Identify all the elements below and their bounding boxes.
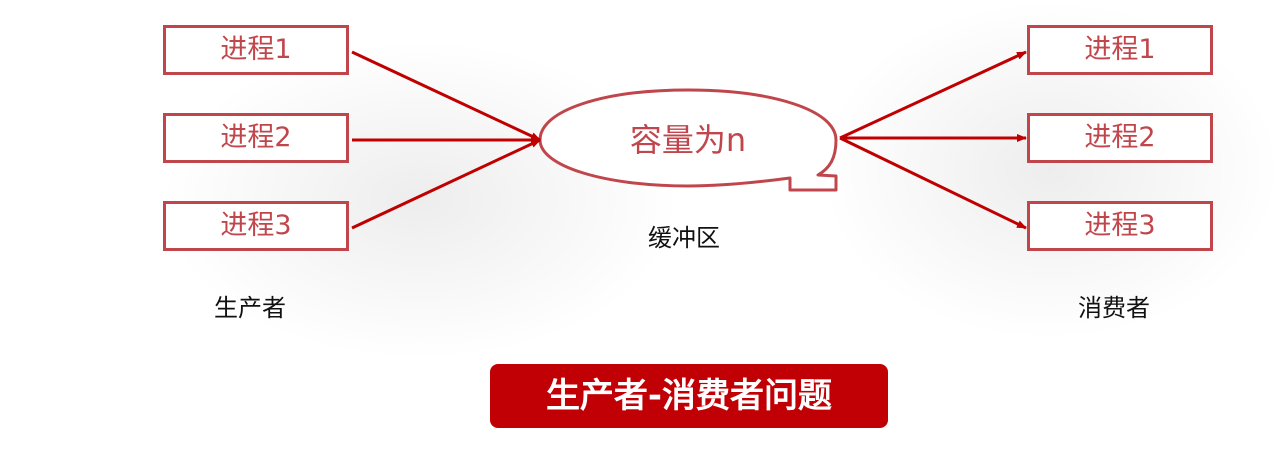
- arrow-producer-3: [351, 138, 541, 230]
- producer-process-3: 进程3: [163, 201, 349, 251]
- consumer-process-2: 进程2: [1027, 113, 1213, 163]
- diagram-title-banner: 生产者-消费者问题: [490, 364, 888, 428]
- buffer-caption: 缓冲区: [648, 224, 720, 252]
- arrow-consumer-3: [839, 136, 1027, 230]
- producer-caption: 生产者: [214, 294, 286, 322]
- buffer-ellipse: [538, 88, 838, 192]
- buffer-capacity-label: 容量为n: [629, 121, 747, 159]
- producer-process-1: 进程1: [163, 25, 349, 75]
- arrow-producer-1: [351, 50, 541, 142]
- consumer-process-1: 进程1: [1027, 25, 1213, 75]
- arrow-consumer-1: [839, 50, 1027, 140]
- consumer-process-3: 进程3: [1027, 201, 1213, 251]
- consumer-caption: 消费者: [1078, 294, 1150, 322]
- producer-process-2: 进程2: [163, 113, 349, 163]
